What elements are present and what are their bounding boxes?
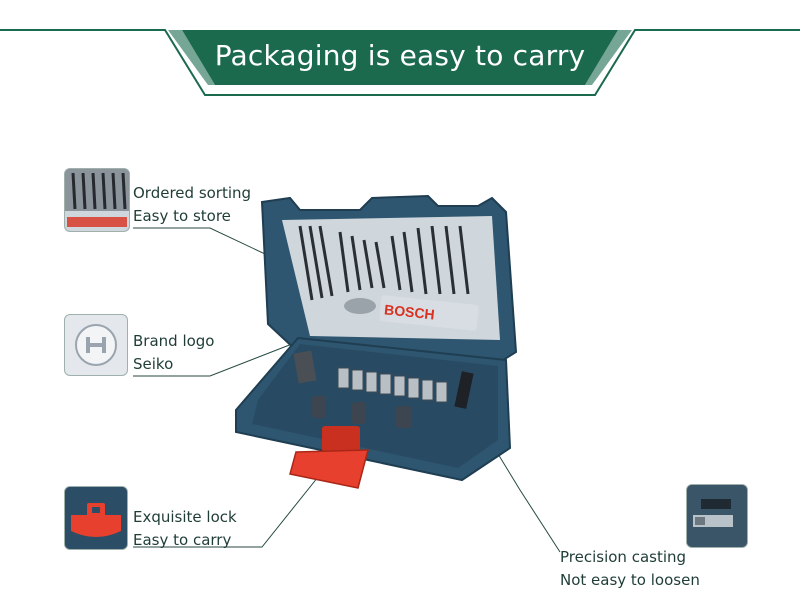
banner-title: Packaging is easy to carry xyxy=(214,39,586,72)
callout-lock-line1: Exquisite lock xyxy=(133,508,237,526)
lock-thumbnail xyxy=(64,486,128,550)
case-brand-text: BOSCH xyxy=(383,301,435,322)
callout-casting-line1: Precision casting xyxy=(560,548,687,566)
callout-casting-line2: Not easy to loosen xyxy=(560,571,700,589)
header-banner xyxy=(0,29,800,96)
callout-ordered-sorting: Ordered sorting Easy to store xyxy=(133,182,251,228)
callout-precision-casting: Precision casting Not easy to loosen xyxy=(560,546,700,592)
red-lock xyxy=(289,426,369,489)
brand-emblem-icon xyxy=(75,324,117,366)
case-base xyxy=(235,336,512,482)
lock-icon xyxy=(65,487,127,549)
callout-brand-logo: Brand logo Seiko xyxy=(133,330,215,376)
casting-thumbnail xyxy=(686,484,748,548)
drill-rack-thumbnail xyxy=(64,168,130,232)
callout-ordered-line1: Ordered sorting xyxy=(133,184,252,202)
callout-exquisite-lock: Exquisite lock Easy to carry xyxy=(133,506,237,552)
callout-brand-line2: Seiko xyxy=(133,355,174,373)
callout-lock-line2: Easy to carry xyxy=(133,531,232,549)
callout-brand-line1: Brand logo xyxy=(133,332,215,350)
callout-ordered-line2: Easy to store xyxy=(133,207,231,225)
case-lid xyxy=(260,194,518,364)
brand-logo-thumbnail xyxy=(64,314,128,376)
